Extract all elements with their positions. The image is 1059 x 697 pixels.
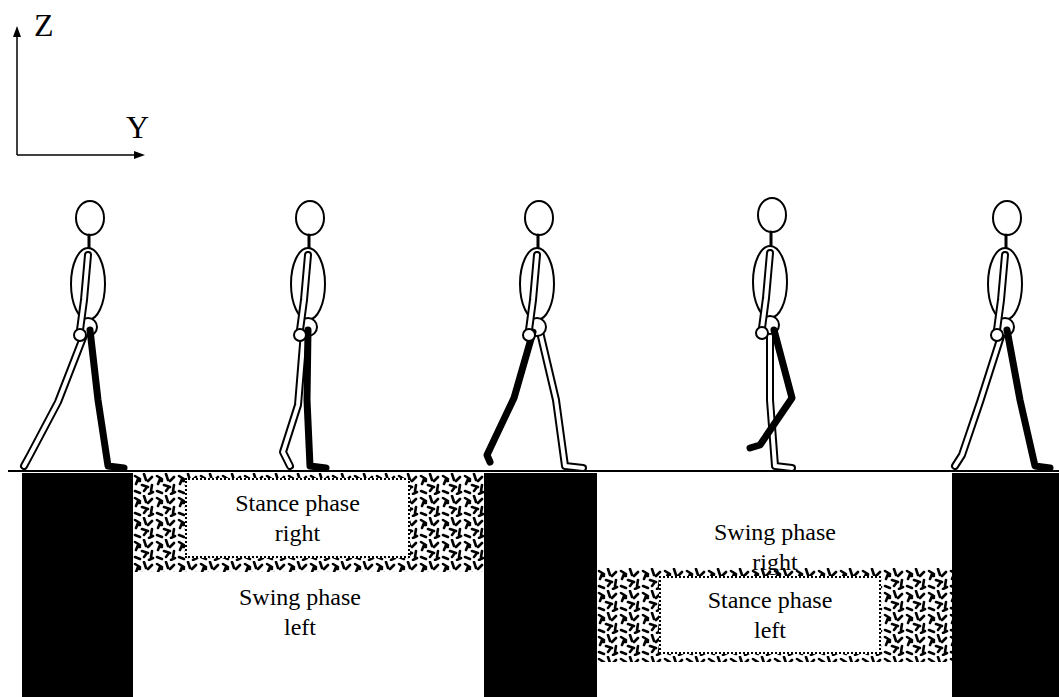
hand <box>74 329 86 341</box>
arm <box>529 255 537 330</box>
right-leg <box>90 330 124 468</box>
z-arrowhead <box>13 26 21 37</box>
left-leg <box>24 330 86 466</box>
neck <box>88 235 91 249</box>
right-leg <box>1007 330 1050 468</box>
double-support-bar <box>484 473 597 697</box>
head <box>76 201 104 235</box>
arm <box>762 253 770 328</box>
head <box>525 201 553 235</box>
arm <box>762 253 770 328</box>
head <box>758 198 786 232</box>
phase-label: Stance phase left <box>695 585 845 645</box>
speckle-fill <box>597 568 952 662</box>
walking-figure <box>955 201 1050 468</box>
neck <box>770 232 773 247</box>
left-leg <box>283 332 304 466</box>
right-leg <box>750 330 792 448</box>
walking-figure <box>283 201 326 468</box>
axis-label: Y <box>126 108 166 146</box>
left-leg <box>955 330 1003 466</box>
y-arrowhead <box>134 151 145 159</box>
hand <box>294 329 306 341</box>
axis-arrows <box>13 26 145 159</box>
arm <box>997 255 1005 330</box>
left-leg <box>24 330 86 466</box>
neck <box>537 235 540 249</box>
ground-line <box>8 470 1059 472</box>
hand <box>523 329 535 341</box>
phase-label: Swing phase right <box>700 517 850 577</box>
arm <box>300 255 308 330</box>
phase-label: Swing phase left <box>225 582 375 642</box>
z-axis <box>16 34 18 155</box>
neck <box>1005 235 1008 249</box>
double-support-bar <box>22 473 133 697</box>
arm <box>997 255 1005 330</box>
left-leg <box>955 330 1003 466</box>
stance-phase-band: Stance phase left <box>597 568 952 662</box>
speckle-fill <box>133 473 484 572</box>
phase-label: Stance phase right <box>223 488 373 548</box>
double-support-bar <box>952 473 1059 697</box>
arm <box>300 255 308 330</box>
head <box>296 201 324 235</box>
axis-label: Z <box>34 6 74 44</box>
right-leg <box>487 332 533 462</box>
left-leg <box>540 332 583 468</box>
head <box>993 201 1021 235</box>
walking-figure <box>24 201 124 468</box>
left-leg <box>283 332 304 466</box>
arm <box>529 255 537 330</box>
y-axis <box>17 154 136 156</box>
hand <box>991 329 1003 341</box>
neck <box>308 235 311 249</box>
walking-figure <box>750 198 792 468</box>
arm <box>80 255 88 330</box>
walking-figure <box>487 201 583 468</box>
hand <box>756 327 768 339</box>
stance-phase-band: Stance phase right <box>133 473 484 572</box>
right-leg <box>307 330 326 468</box>
left-leg <box>540 332 583 468</box>
label-panel: Stance phase left <box>659 576 881 654</box>
arm <box>80 255 88 330</box>
label-panel: Stance phase right <box>185 478 410 558</box>
